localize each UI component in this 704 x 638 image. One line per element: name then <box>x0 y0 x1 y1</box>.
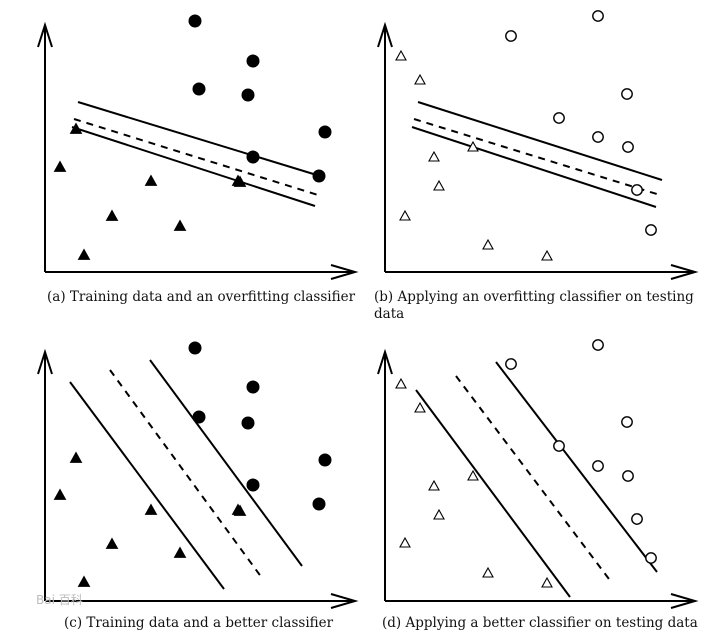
open-triangle-point <box>433 179 445 191</box>
x-axis-arrowhead <box>670 264 699 280</box>
open-triangle-point <box>467 469 479 481</box>
open-circle-point <box>621 416 633 428</box>
filled-circle-point <box>318 125 332 139</box>
open-triangle-point <box>482 566 494 578</box>
open-triangle-point <box>541 576 553 588</box>
margin-line <box>415 389 571 598</box>
decision-boundary-dashed <box>73 118 319 196</box>
open-circle-point <box>592 10 604 22</box>
open-circle-point <box>621 88 633 100</box>
filled-circle-point <box>318 453 332 467</box>
x-axis-arrowhead <box>330 264 359 280</box>
filled-triangle-point <box>105 209 119 221</box>
filled-triangle-point <box>105 537 119 549</box>
open-circle-point <box>631 513 643 525</box>
filled-circle-point <box>312 497 326 511</box>
caption-a: (a) Training data and an overfitting cla… <box>47 289 356 305</box>
caption-c: (c) Training data and a better classifie… <box>64 615 334 631</box>
open-triangle-point <box>395 49 407 61</box>
open-circle-point <box>505 358 517 370</box>
caption-b-line2: data <box>374 306 404 322</box>
filled-triangle-point <box>77 575 91 587</box>
filled-triangle-point <box>69 451 83 463</box>
open-circle-point <box>622 470 634 482</box>
filled-triangle-point <box>69 122 83 134</box>
filled-circle-point <box>241 88 255 102</box>
filled-triangle-point <box>173 546 187 558</box>
decision-boundary-dashed <box>455 375 613 584</box>
filled-circle-point <box>241 416 255 430</box>
panel-d <box>377 339 699 609</box>
open-triangle-point <box>395 377 407 389</box>
open-triangle-point <box>414 401 426 413</box>
open-circle-point <box>592 460 604 472</box>
filled-circle-point <box>188 14 202 28</box>
margin-line <box>411 126 657 208</box>
filled-circle-point <box>246 54 260 68</box>
filled-circle-point <box>192 82 206 96</box>
margin-line <box>495 361 658 573</box>
open-circle-point <box>645 552 657 564</box>
open-triangle-point <box>482 238 494 250</box>
filled-triangle-point <box>144 503 158 515</box>
caption-d: (d) Applying a better classifier on test… <box>382 615 698 631</box>
margin-line <box>71 126 316 207</box>
filled-circle-point <box>192 410 206 424</box>
filled-circle-point <box>188 341 202 355</box>
margin-line <box>69 381 225 590</box>
caption-b-line1: (b) Applying an overfitting classifier o… <box>374 289 694 305</box>
open-triangle-point <box>541 249 553 261</box>
panel-b <box>377 10 699 280</box>
margin-line <box>417 101 663 181</box>
watermark: Bai 百科 <box>36 593 83 607</box>
y-axis-arrowhead <box>377 348 393 375</box>
decision-boundary-dashed <box>109 369 263 579</box>
open-circle-point <box>553 112 565 124</box>
filled-triangle-point <box>53 160 67 172</box>
open-circle-point <box>553 440 565 452</box>
x-axis-arrowhead <box>330 593 359 609</box>
open-circle-point <box>592 131 604 143</box>
open-triangle-point <box>428 150 440 162</box>
filled-triangle-point <box>144 174 158 186</box>
open-triangle-point <box>428 479 440 491</box>
margin-line <box>77 101 321 177</box>
open-triangle-point <box>467 140 479 152</box>
filled-triangle-point <box>231 503 245 515</box>
open-circle-point <box>631 184 643 196</box>
open-triangle-point <box>433 508 445 520</box>
decision-boundary-dashed <box>413 118 661 196</box>
filled-circle-point <box>246 380 260 394</box>
x-axis-arrowhead <box>670 593 699 609</box>
filled-triangle-point <box>53 488 67 500</box>
panel-c <box>37 341 359 609</box>
filled-triangle-point <box>173 219 187 231</box>
filled-circle-point <box>312 169 326 183</box>
open-triangle-point <box>414 73 426 85</box>
y-axis-arrowhead <box>377 21 393 48</box>
filled-circle-point <box>246 478 260 492</box>
open-triangle-point <box>399 536 411 548</box>
filled-circle-point <box>246 150 260 164</box>
open-circle-point <box>592 339 604 351</box>
y-axis-arrowhead <box>37 348 53 375</box>
filled-triangle-point <box>77 248 91 260</box>
y-axis-arrowhead <box>37 21 53 48</box>
open-triangle-point <box>399 209 411 221</box>
margin-line <box>149 359 303 567</box>
open-circle-point <box>645 224 657 236</box>
filled-triangle-point <box>231 174 245 186</box>
open-circle-point <box>622 141 634 153</box>
panel-a <box>37 14 359 280</box>
open-circle-point <box>505 30 517 42</box>
